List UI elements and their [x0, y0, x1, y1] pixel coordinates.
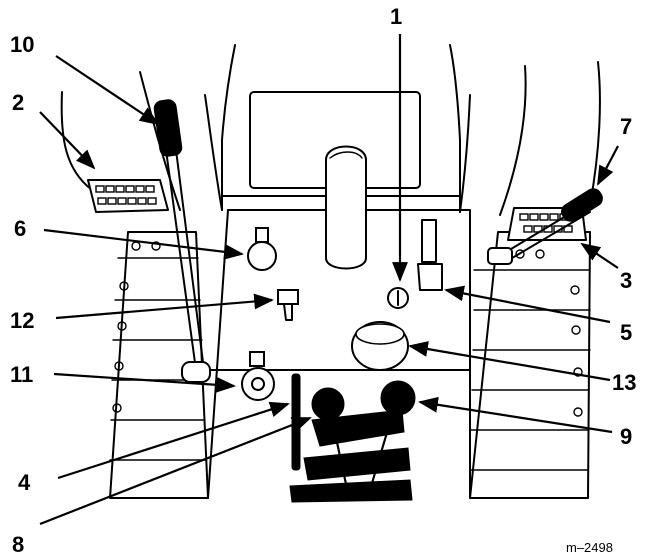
- callout-labels: 1 2 3 4 5 6 7 8 9 10 11 12 13: [10, 4, 636, 557]
- steering-column: [325, 145, 367, 270]
- toggle-switch: [277, 289, 299, 321]
- left-pedal: [87, 179, 169, 213]
- rotary-knob: [241, 351, 275, 401]
- callout-10: 10: [10, 32, 34, 57]
- machine-body: [60, 44, 601, 499]
- pull-knob: [247, 227, 277, 271]
- callout-13: 13: [612, 370, 636, 395]
- leader-lines: [39, 34, 619, 526]
- callout-12: 12: [10, 308, 34, 333]
- callout-5: 5: [620, 320, 632, 345]
- throttle-lever: [417, 219, 443, 291]
- callout-9: 9: [620, 424, 632, 449]
- figure-id: m–2498: [566, 540, 613, 555]
- callout-1: 1: [390, 4, 402, 29]
- callout-8: 8: [12, 532, 24, 557]
- hand-lever: [153, 99, 211, 383]
- callout-4: 4: [18, 470, 31, 495]
- callout-2: 2: [12, 90, 24, 115]
- right-lever: [487, 188, 603, 265]
- callout-3: 3: [620, 268, 632, 293]
- callout-11: 11: [10, 362, 33, 387]
- right-track: [469, 231, 591, 499]
- round-control: [351, 321, 409, 371]
- callout-6: 6: [14, 216, 26, 241]
- travel-levers: [289, 380, 416, 503]
- callout-7: 7: [620, 114, 632, 139]
- key-switch: [387, 287, 409, 309]
